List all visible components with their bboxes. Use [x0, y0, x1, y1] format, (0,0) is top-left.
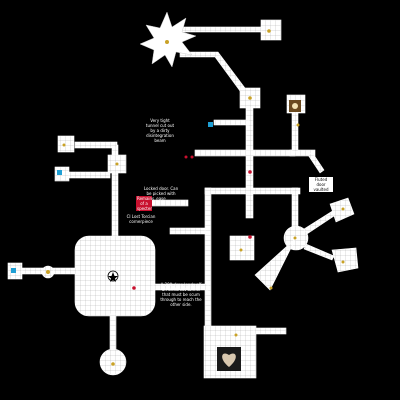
- gold-coin-icon: [62, 143, 66, 147]
- corridor-right-vertical: [291, 187, 299, 229]
- blue-crystal-icon: [11, 268, 16, 273]
- red-marker-icon: [132, 286, 136, 290]
- pentacle-icon-star: [108, 272, 118, 282]
- room-lower-mid: [229, 235, 255, 261]
- gold-coin-icon: [46, 270, 50, 274]
- gold-coin-icon: [341, 260, 345, 264]
- corridor-hall-east: [152, 283, 209, 291]
- corridor-east-vertical: [291, 111, 299, 153]
- gold-coin-icon: [267, 29, 271, 33]
- gold-coin-icon: [115, 162, 119, 166]
- corridor-to-small-room: [307, 151, 325, 174]
- arm-southeast: [303, 243, 335, 261]
- starburst-hole-icon: [139, 11, 197, 68]
- room-southwest-fan: [254, 237, 297, 291]
- statue-note: Cl Lost Torcian cornerpiece: [126, 214, 156, 224]
- gold-coin-icon: [296, 123, 300, 127]
- red-marker-icon: [248, 170, 252, 174]
- gold-coin-icon: [248, 96, 252, 100]
- corridor-north-south: [245, 107, 254, 219]
- tunnel-note: Very tight tunnel cut out by a dirty dis…: [145, 118, 175, 143]
- gold-coin-icon: [234, 333, 238, 337]
- corridor-top-east: [179, 26, 263, 33]
- small-box-note: Fluted door vaulted: [309, 177, 333, 192]
- red-marker-icon: [184, 155, 188, 159]
- corridor-hall-south: [109, 313, 117, 355]
- room-top-right: [260, 19, 282, 41]
- blue-crystal-icon: [208, 122, 213, 127]
- corridor-west-lower: [64, 171, 111, 179]
- gold-coin-icon: [269, 286, 273, 290]
- locked-door-note: Locked door. Can be picked with ease: [143, 186, 179, 201]
- gold-coin-icon: [341, 207, 345, 211]
- corridor-west-horizontal: [74, 141, 118, 149]
- corridor-upper-short: [213, 119, 250, 126]
- corridor-mid-east: [169, 227, 206, 235]
- room-southeast: [331, 247, 359, 273]
- corridor-lower-vertical: [204, 187, 212, 329]
- blue-crystal-icon: [57, 170, 62, 175]
- red-label: Remains of a specter: [136, 196, 155, 211]
- gold-coin-icon: [111, 362, 115, 366]
- gold-coin-icon: [293, 236, 297, 240]
- fountain-basin-icon-heart: [222, 353, 236, 367]
- corridor-cross-west: [194, 149, 296, 157]
- red-marker-icon: [248, 235, 252, 239]
- corridor-cross-east: [289, 149, 316, 157]
- room-west-top: [57, 135, 75, 153]
- corridor-south-east: [253, 327, 287, 335]
- red-marker-icon: [190, 155, 194, 159]
- corridor-horizontal-mid: [204, 187, 301, 195]
- gold-coin-icon: [165, 40, 169, 44]
- treasure-chest-icon-ring: [292, 103, 298, 109]
- gold-coin-icon: [239, 248, 243, 252]
- room-south-round: [99, 348, 127, 376]
- pitfall-note: A 20ft drop leads off an undercut tunnel…: [160, 282, 202, 307]
